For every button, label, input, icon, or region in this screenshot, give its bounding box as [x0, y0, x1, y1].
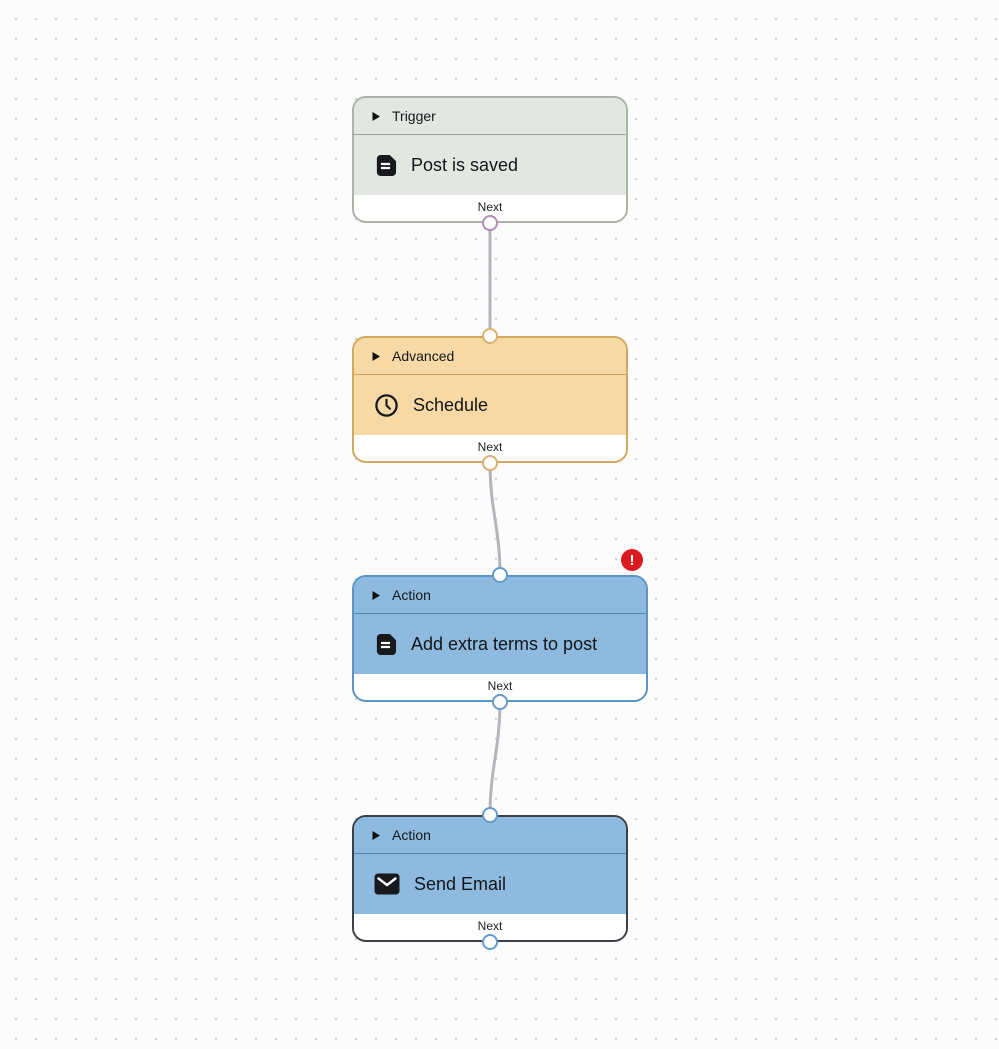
next-port-label: Next — [487, 679, 513, 693]
node-category-label: Advanced — [392, 348, 455, 364]
error-badge[interactable]: ! — [621, 549, 643, 571]
node-action-send-email[interactable]: Action Send Email Next — [352, 815, 628, 942]
document-icon — [376, 154, 397, 176]
disclosure-triangle-icon — [372, 351, 380, 361]
node-title: Send Email — [414, 873, 507, 894]
node-body[interactable]: Send Email — [354, 854, 626, 914]
node-category-label: Trigger — [392, 108, 436, 124]
port-in-action2[interactable] — [482, 807, 498, 823]
node-body[interactable]: Post is saved — [354, 135, 626, 195]
port-in-action1[interactable] — [492, 567, 508, 583]
node-header[interactable]: Advanced — [354, 338, 626, 375]
edge-action1-to-action2 — [488, 700, 502, 817]
node-action-add-extra-terms[interactable]: Action Add extra terms to post Next — [352, 575, 648, 702]
next-port-label: Next — [477, 440, 503, 454]
port-in-advanced[interactable] — [482, 328, 498, 344]
edge-advanced-to-action1 — [488, 461, 502, 577]
next-port-label: Next — [477, 200, 503, 214]
node-category-label: Action — [392, 827, 431, 843]
disclosure-triangle-icon — [372, 590, 380, 600]
node-header[interactable]: Action — [354, 817, 626, 854]
node-title: Schedule — [413, 394, 489, 415]
disclosure-triangle-icon — [372, 830, 380, 840]
envelope-icon — [374, 873, 400, 895]
node-body[interactable]: Add extra terms to post — [354, 614, 646, 674]
node-header[interactable]: Trigger — [354, 98, 626, 135]
port-out-advanced[interactable] — [482, 455, 498, 471]
clock-icon — [375, 393, 398, 417]
node-body[interactable]: Schedule — [354, 375, 626, 435]
node-title: Post is saved — [411, 154, 519, 175]
document-icon — [376, 633, 397, 655]
node-advanced-schedule[interactable]: Advanced Schedule Next — [352, 336, 628, 463]
port-out-trigger[interactable] — [482, 215, 498, 231]
next-port-label: Next — [477, 919, 503, 933]
node-category-label: Action — [392, 587, 431, 603]
node-header[interactable]: Action — [354, 577, 646, 614]
node-trigger-post-is-saved[interactable]: Trigger Post is saved Next — [352, 96, 628, 223]
port-out-action2[interactable] — [482, 934, 498, 950]
port-out-action1[interactable] — [492, 694, 508, 710]
node-title: Add extra terms to post — [411, 633, 598, 654]
disclosure-triangle-icon — [372, 111, 380, 121]
